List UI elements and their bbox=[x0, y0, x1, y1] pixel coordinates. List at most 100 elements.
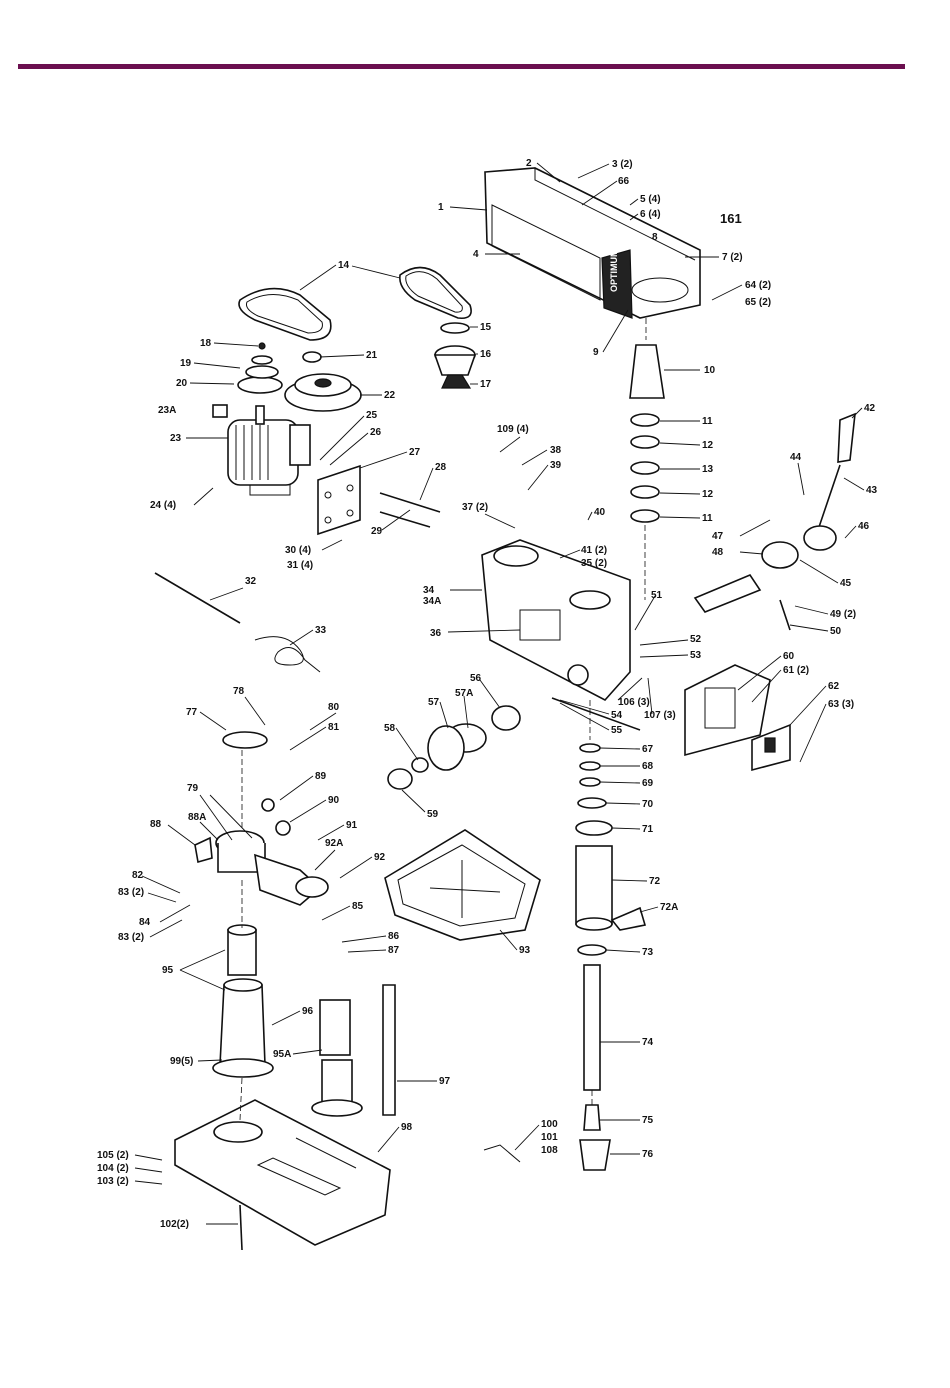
callout: 161 bbox=[720, 211, 742, 226]
callout: 95 bbox=[162, 965, 174, 976]
callout: 83 (2) bbox=[118, 932, 144, 943]
callout: 101 bbox=[541, 1132, 558, 1143]
callout: 57A bbox=[455, 688, 473, 699]
callout: 90 bbox=[328, 795, 340, 806]
callout: 89 bbox=[315, 771, 327, 782]
callout: 69 bbox=[642, 778, 654, 789]
callout: 11 bbox=[702, 513, 713, 524]
spring-assembly bbox=[387, 697, 641, 790]
callout: 66 bbox=[618, 176, 630, 187]
callout: 12 bbox=[702, 489, 714, 500]
callout: 95A bbox=[273, 1049, 291, 1060]
callout: 22 bbox=[384, 390, 396, 401]
callout: 19 bbox=[180, 358, 192, 369]
callout: 59 bbox=[427, 809, 439, 820]
base bbox=[174, 1099, 391, 1251]
callout: 64 (2) bbox=[745, 280, 771, 291]
callout: 76 bbox=[642, 1149, 654, 1160]
header-rule bbox=[18, 64, 905, 69]
belts bbox=[238, 266, 472, 341]
callout: 37 (2) bbox=[462, 502, 488, 513]
callout: 7 (2) bbox=[722, 252, 743, 263]
callout: 87 bbox=[388, 945, 400, 956]
feed-handles bbox=[693, 412, 856, 631]
callout: 77 bbox=[186, 707, 198, 718]
callout: 27 bbox=[409, 447, 421, 458]
callout: 38 bbox=[550, 445, 562, 456]
callout: 33 bbox=[315, 625, 327, 636]
callout: 65 (2) bbox=[745, 297, 771, 308]
callout: 104 (2) bbox=[97, 1163, 129, 1174]
callout: 45 bbox=[840, 578, 852, 589]
callout: 51 bbox=[651, 590, 663, 601]
callout: 1 bbox=[438, 202, 444, 213]
callout: 23A bbox=[158, 405, 176, 416]
brand-text: OPTIMUM bbox=[609, 250, 619, 293]
switch-box bbox=[684, 664, 791, 772]
callout: 29 bbox=[371, 526, 383, 537]
callout: 56 bbox=[470, 673, 482, 684]
callout: 68 bbox=[642, 761, 654, 772]
callout: 63 (3) bbox=[828, 699, 854, 710]
callout: 106 (3) bbox=[618, 697, 650, 708]
callout: 75 bbox=[642, 1115, 654, 1126]
callout: 86 bbox=[388, 931, 400, 942]
callout: 34A bbox=[423, 596, 441, 607]
callout: 49 (2) bbox=[830, 609, 856, 620]
callout: 79 bbox=[187, 783, 199, 794]
callout: 5 (4) bbox=[640, 194, 661, 205]
callout: 98 bbox=[401, 1122, 413, 1133]
callout: 2 bbox=[526, 158, 532, 169]
callout: 21 bbox=[366, 350, 378, 361]
callout: 52 bbox=[690, 634, 702, 645]
callout: 36 bbox=[430, 628, 442, 639]
callout: 25 bbox=[366, 410, 378, 421]
callout: 14 bbox=[338, 260, 350, 271]
callout: 18 bbox=[200, 338, 212, 349]
callout: 78 bbox=[233, 686, 245, 697]
work-table bbox=[384, 829, 541, 941]
callout: 73 bbox=[642, 947, 654, 958]
callout: 4 bbox=[473, 249, 479, 260]
callout: 24 (4) bbox=[150, 500, 176, 511]
motor-bracket bbox=[154, 464, 441, 624]
callout: 11 bbox=[702, 416, 713, 427]
callout: 15 bbox=[480, 322, 492, 333]
callout: 48 bbox=[712, 547, 724, 558]
motor bbox=[212, 404, 311, 496]
callout: 80 bbox=[328, 702, 340, 713]
callout: 39 bbox=[550, 460, 562, 471]
callout: 92 bbox=[374, 852, 386, 863]
callout: 97 bbox=[439, 1076, 451, 1087]
callout: 105 (2) bbox=[97, 1150, 129, 1161]
callout: 55 bbox=[611, 725, 623, 736]
callout: 60 bbox=[783, 651, 795, 662]
callout: 71 bbox=[642, 824, 654, 835]
callout: 88A bbox=[188, 812, 206, 823]
power-cord bbox=[254, 636, 321, 673]
hex-keys bbox=[483, 1144, 521, 1163]
callout: 43 bbox=[866, 485, 878, 496]
callout: 50 bbox=[830, 626, 842, 637]
callout: 102(2) bbox=[160, 1219, 189, 1230]
callout: 12 bbox=[702, 440, 714, 451]
callout: 88 bbox=[150, 819, 162, 830]
callout: 42 bbox=[864, 403, 876, 414]
callout: 47 bbox=[712, 531, 724, 542]
callout: 46 bbox=[858, 521, 870, 532]
callout: 26 bbox=[370, 427, 382, 438]
callout: 96 bbox=[302, 1006, 314, 1017]
callout: 82 bbox=[132, 870, 144, 881]
callout: 61 (2) bbox=[783, 665, 809, 676]
callout: 62 bbox=[828, 681, 840, 692]
callout: 3 (2) bbox=[612, 159, 633, 170]
callout: 32 bbox=[245, 576, 257, 587]
callout: 108 bbox=[541, 1145, 558, 1156]
callout: 85 bbox=[352, 901, 364, 912]
callout: 40 bbox=[594, 507, 606, 518]
callout: 91 bbox=[346, 820, 358, 831]
callout: 54 bbox=[611, 710, 623, 721]
quill-stack bbox=[575, 344, 665, 1171]
column bbox=[212, 924, 396, 1117]
